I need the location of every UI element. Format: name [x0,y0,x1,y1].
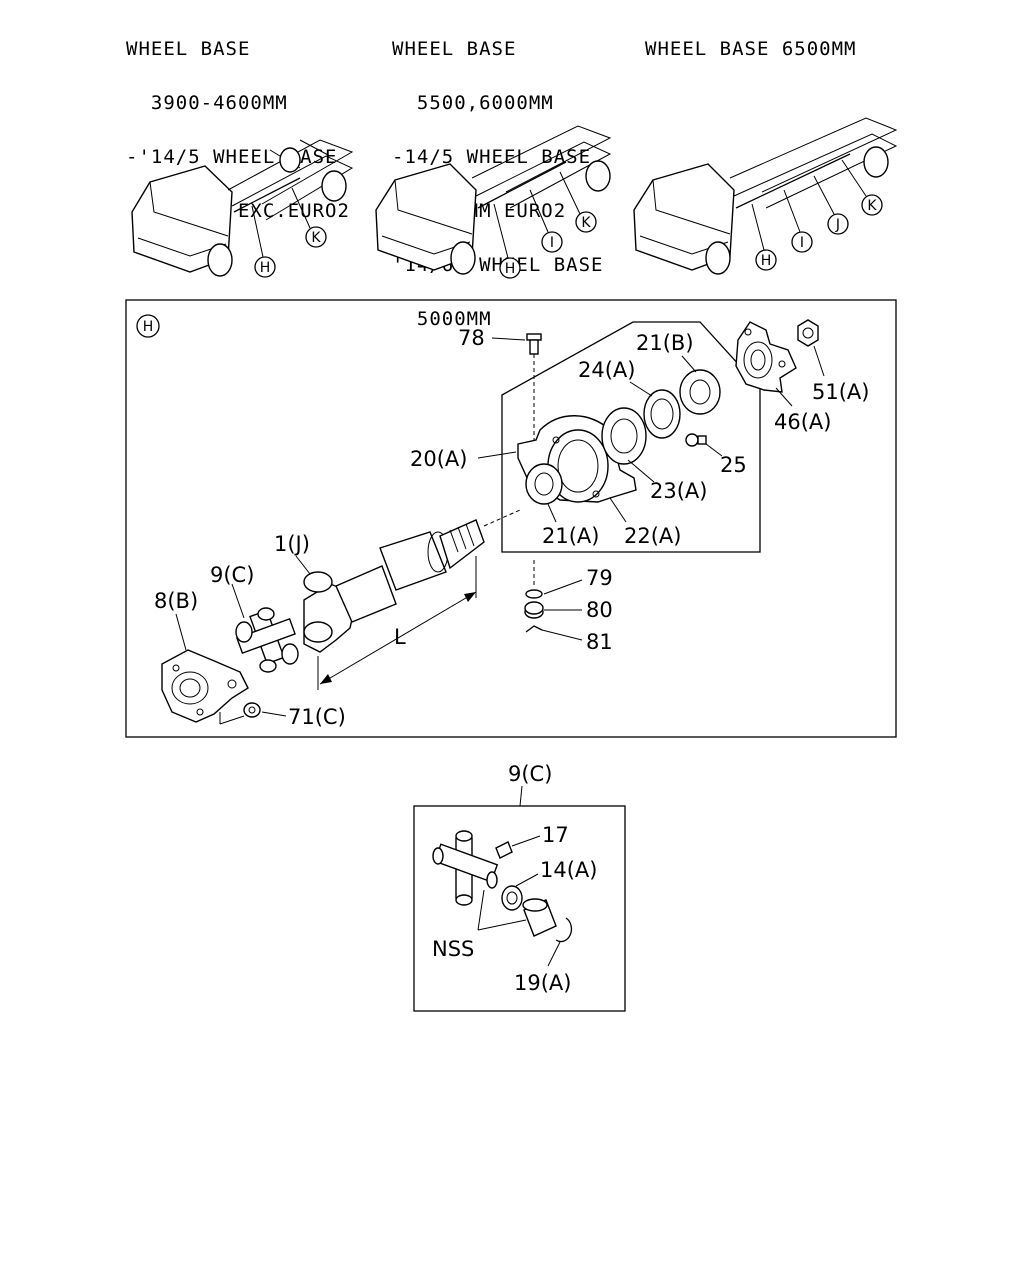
label-20a: 20(A) [410,447,467,471]
truck-3-callout-i-label: I [800,235,804,251]
split-pin-81 [525,625,543,633]
truck-1-driveshaft [233,177,301,213]
truck-3-rear-wheel [863,146,889,178]
label-dimension-l: L [394,625,406,649]
grease-nipple-25 [685,433,707,447]
truck-1-rear-wheel [321,170,347,202]
truck-3-callout-k-label: K [867,198,877,214]
label-9c: 9(C) [210,563,254,587]
main-exploded-panel [125,299,897,738]
nut-80 [524,601,544,619]
header-3-line-1: WHEEL BASE 6500MM [645,38,857,60]
truck-3-callout-h [755,249,777,271]
truck-1-callout-h-label: H [260,260,271,276]
label-17: 17 [542,823,569,847]
truck-3-callout-k [861,194,883,216]
seal-21b [679,369,721,415]
truck-3-front-wheel [705,241,731,275]
label-8b: 8(B) [154,589,198,613]
truck-2-rear-wheel [585,160,611,192]
header-wheelbase-3: WHEEL BASE 6500MM [645,4,856,76]
truck-illustration-1: H K [131,139,354,278]
label-22a: 22(A) [624,524,681,548]
grease-fitting-17 [495,841,513,859]
ring-24a [643,389,681,439]
label-79: 79 [586,566,613,590]
label-1j: 1(J) [274,532,310,556]
bolt-78 [526,333,542,440]
main-panel-callout-h [136,314,160,338]
truck-2-front-wheel [450,241,476,275]
truck-illustration-2: H I K [375,125,612,279]
label-14a: 14(A) [540,858,597,882]
seal-21a [525,463,563,505]
detail-panel-title: 9(C) [508,762,552,786]
label-nss: NSS [432,937,474,961]
label-51a: 51(A) [812,380,869,404]
truck-3-driveshaft [735,153,851,209]
truck-2-callout-i [541,231,563,253]
label-24a: 24(A) [578,358,635,382]
truck-2-callout-h [499,257,521,279]
spider-cross [432,830,499,906]
label-81: 81 [586,630,613,654]
nut-51a [797,319,819,347]
label-19a: 19(A) [514,971,571,995]
truck-1-front-wheel [207,243,233,277]
label-71c: 71(C) [288,705,346,729]
truck-1-callout-k-label: K [311,230,321,246]
companion-flange-46a [735,321,797,393]
label-21b: 21(B) [636,331,694,355]
label-46a: 46(A) [774,410,831,434]
detail-panel-universal-joint [413,805,626,1012]
truck-2-callout-h-label: H [505,261,516,277]
label-23a: 23(A) [650,479,707,503]
header-2-line-1: WHEEL BASE [392,38,517,60]
flange-yoke-8b [161,649,249,723]
bearing-cup [522,898,557,937]
truck-2-callout-k [575,211,597,233]
header-1-line-1: WHEEL BASE [126,38,251,60]
label-21a: 21(A) [542,524,599,548]
truck-3-callout-i [791,231,813,253]
dimension-l [317,556,477,690]
washer-79 [525,589,543,599]
truck-3-callout-h-label: H [761,253,772,269]
universal-joint-9c [235,607,299,673]
label-25: 25 [720,453,747,477]
seal-14a [501,885,523,911]
header-2-line-6: 5000MM [392,308,492,330]
snap-ring-19a [555,917,573,943]
truck-1-callout-h [254,256,276,278]
truck-1-callout-k [305,226,327,248]
label-80: 80 [586,598,613,622]
header-1-line-2: 3900-4600MM [126,92,288,114]
header-2-line-3: -14/5 WHEEL BASE [392,146,592,168]
truck-3-callout-j [827,213,849,235]
propeller-shaft-1j [303,509,521,653]
nut-71c [243,702,261,718]
bearing-23a [601,407,647,465]
truck-3-callout-j-label: J [835,217,840,233]
header-1-line-3: -'14/5 WHEEL BASE [126,146,338,168]
truck-illustration-3: H I J K [633,117,898,275]
truck-2-callout-k-label: K [581,215,591,231]
main-panel-callout-h-label: H [143,319,154,335]
header-2-line-2: 5500,6000MM [392,92,554,114]
truck-2-driveshaft [477,161,567,209]
truck-2-callout-i-label: I [550,235,554,251]
label-78: 78 [458,326,485,350]
